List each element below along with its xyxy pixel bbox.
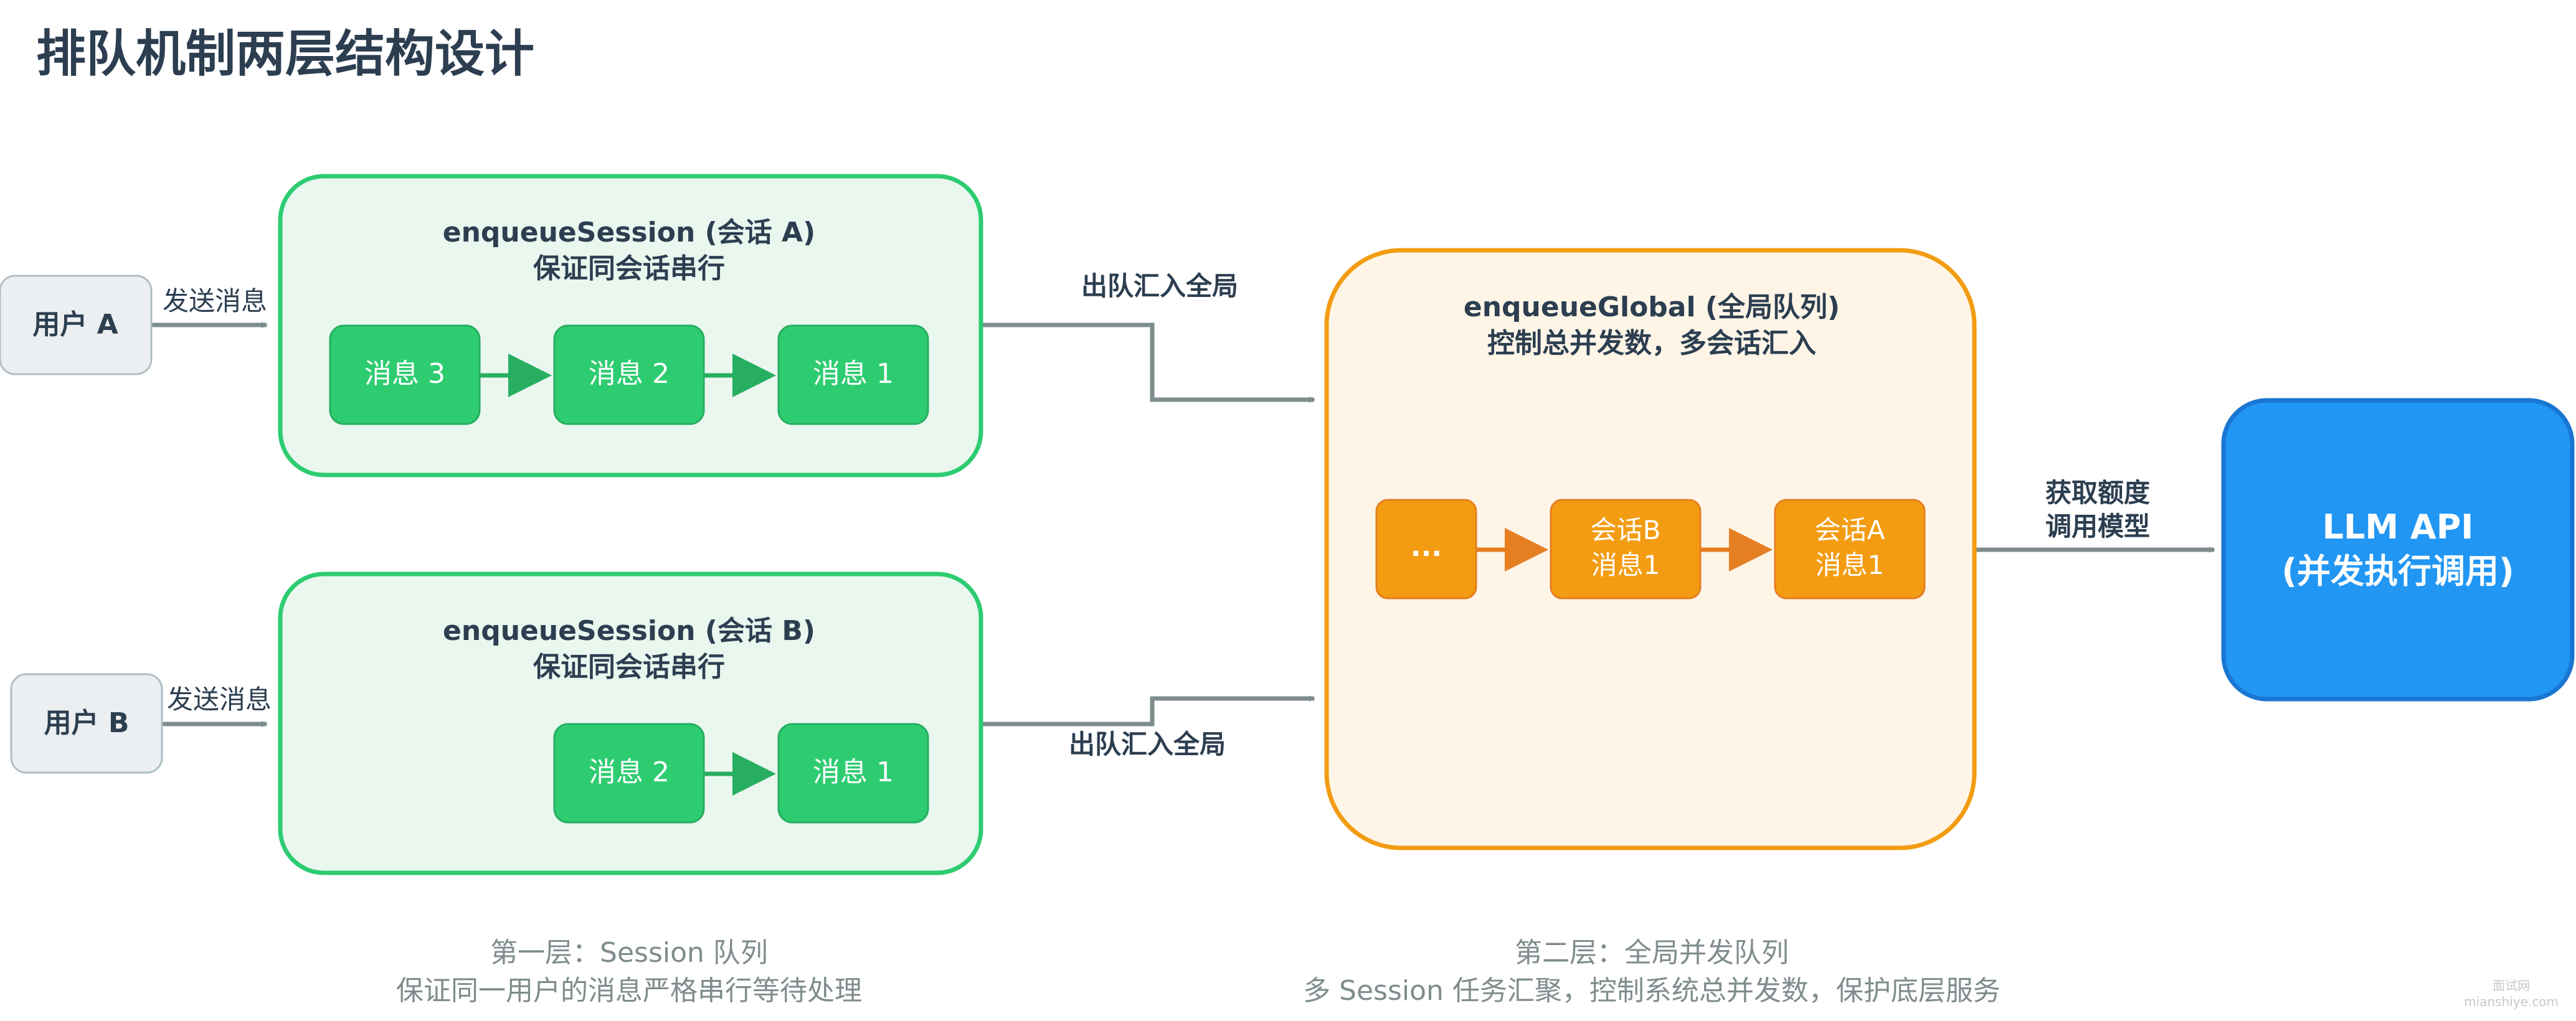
user-b-action-label: 发送消息 [167, 684, 272, 715]
session-a-dequeue-label: 出队汇入全局 [1081, 271, 1238, 301]
global-item-line2: 消息1 [1816, 550, 1885, 580]
page-title: 排队机制两层结构设计 [36, 25, 534, 83]
global-item-line2: 消息1 [1591, 550, 1660, 580]
llm-api-box[interactable] [2221, 398, 2575, 702]
global-queue-subtitle: 控制总并发数，多会话汇入 [1487, 327, 1816, 359]
watermark: 面试网 mianshiye.com [2464, 977, 2559, 1010]
global-item-session-a [1774, 499, 1926, 600]
connectors [151, 322, 2215, 727]
session-a-title: enqueueSession (会话 A) [443, 217, 815, 248]
watermark-line1: 面试网 [2493, 978, 2531, 993]
session-b-message-2 [553, 723, 705, 824]
global-item-session-b [1550, 499, 1702, 600]
user-a-box[interactable] [0, 275, 153, 375]
ellipsis-label: ... [1411, 531, 1442, 563]
global-item-line1: 会话A [1815, 515, 1885, 545]
global-item-line1: 会话B [1591, 515, 1661, 545]
global-item-ellipsis [1375, 499, 1477, 600]
user-a-action-label: 发送消息 [163, 286, 267, 316]
layer1-caption-desc: 保证同一用户的消息严格串行等待处理 [396, 975, 862, 1007]
session-b-to-global-arrow [981, 695, 1315, 727]
user-b-label: 用户 B [44, 707, 130, 739]
layer1-caption-title: 第一层：Session 队列 [490, 937, 768, 969]
user-b-box[interactable] [10, 673, 163, 774]
message-label: 消息 1 [813, 358, 894, 390]
quota-label: 获取额度 [2045, 478, 2150, 508]
llm-api-subtitle: (并发执行调用) [2281, 552, 2514, 591]
watermark-line2: mianshiye.com [2464, 994, 2559, 1009]
session-a-message-3 [329, 324, 481, 425]
session-a-message-1 [777, 324, 929, 425]
session-a-message-2 [553, 324, 705, 425]
global-queue-title: enqueueGlobal (全局队列) [1464, 291, 1840, 323]
layer2-caption-title: 第二层：全局并发队列 [1515, 937, 1789, 969]
message-label: 消息 1 [813, 756, 894, 788]
message-label: 消息 2 [589, 358, 670, 390]
user-a-label: 用户 A [32, 309, 118, 341]
message-label: 消息 3 [364, 358, 445, 390]
session-a-subtitle: 保证同会话串行 [533, 253, 725, 285]
session-b-dequeue-label: 出队汇入全局 [1069, 729, 1226, 760]
invoke-model-label: 调用模型 [2045, 511, 2150, 542]
session-b-subtitle: 保证同会话串行 [533, 651, 725, 683]
session-a-to-global-arrow [981, 322, 1315, 403]
session-b-title: enqueueSession (会话 B) [443, 615, 815, 647]
llm-api-title: LLM API [2323, 507, 2474, 547]
message-label: 消息 2 [589, 756, 670, 788]
layer2-caption-desc: 多 Session 任务汇聚，控制系统总并发数，保护底层服务 [1303, 975, 2001, 1007]
session-b-message-1 [777, 723, 929, 824]
